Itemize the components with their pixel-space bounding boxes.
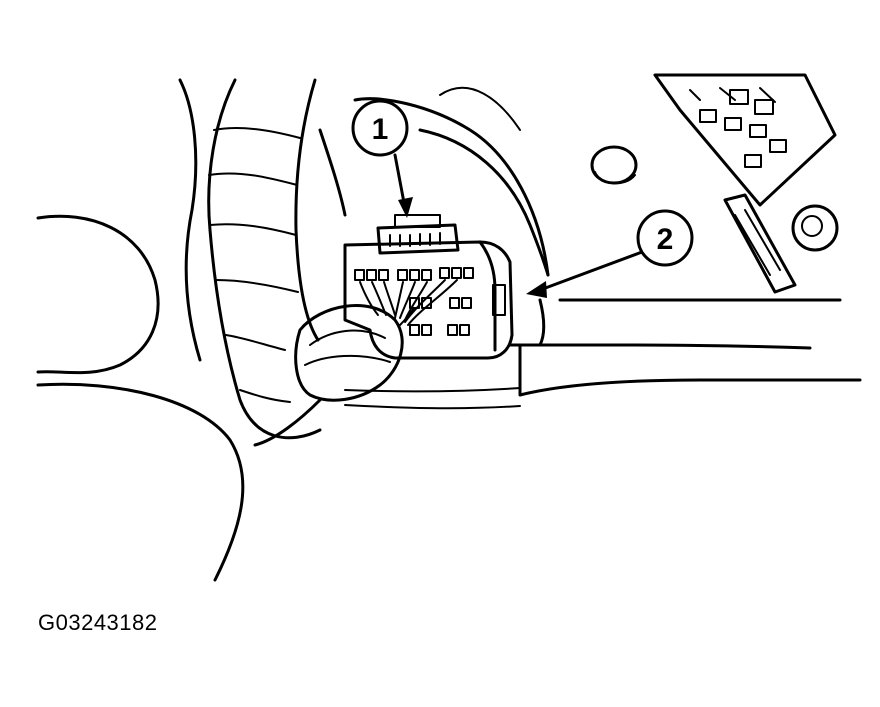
figure-id: G03243182 — [38, 610, 158, 635]
dash-bracket — [318, 86, 862, 410]
callout-2-label: 2 — [657, 223, 674, 256]
left-panel-outline — [36, 78, 245, 582]
grommet — [590, 145, 638, 185]
wiring-harness — [207, 78, 404, 447]
electrical-connector — [343, 214, 514, 360]
small-connector — [376, 214, 460, 255]
terminal-cavities — [354, 267, 474, 336]
callout-1-label: 1 — [372, 113, 389, 146]
relay-block — [653, 73, 839, 294]
callout-2: 2 — [526, 209, 694, 298]
callout-1: 1 — [351, 99, 413, 218]
